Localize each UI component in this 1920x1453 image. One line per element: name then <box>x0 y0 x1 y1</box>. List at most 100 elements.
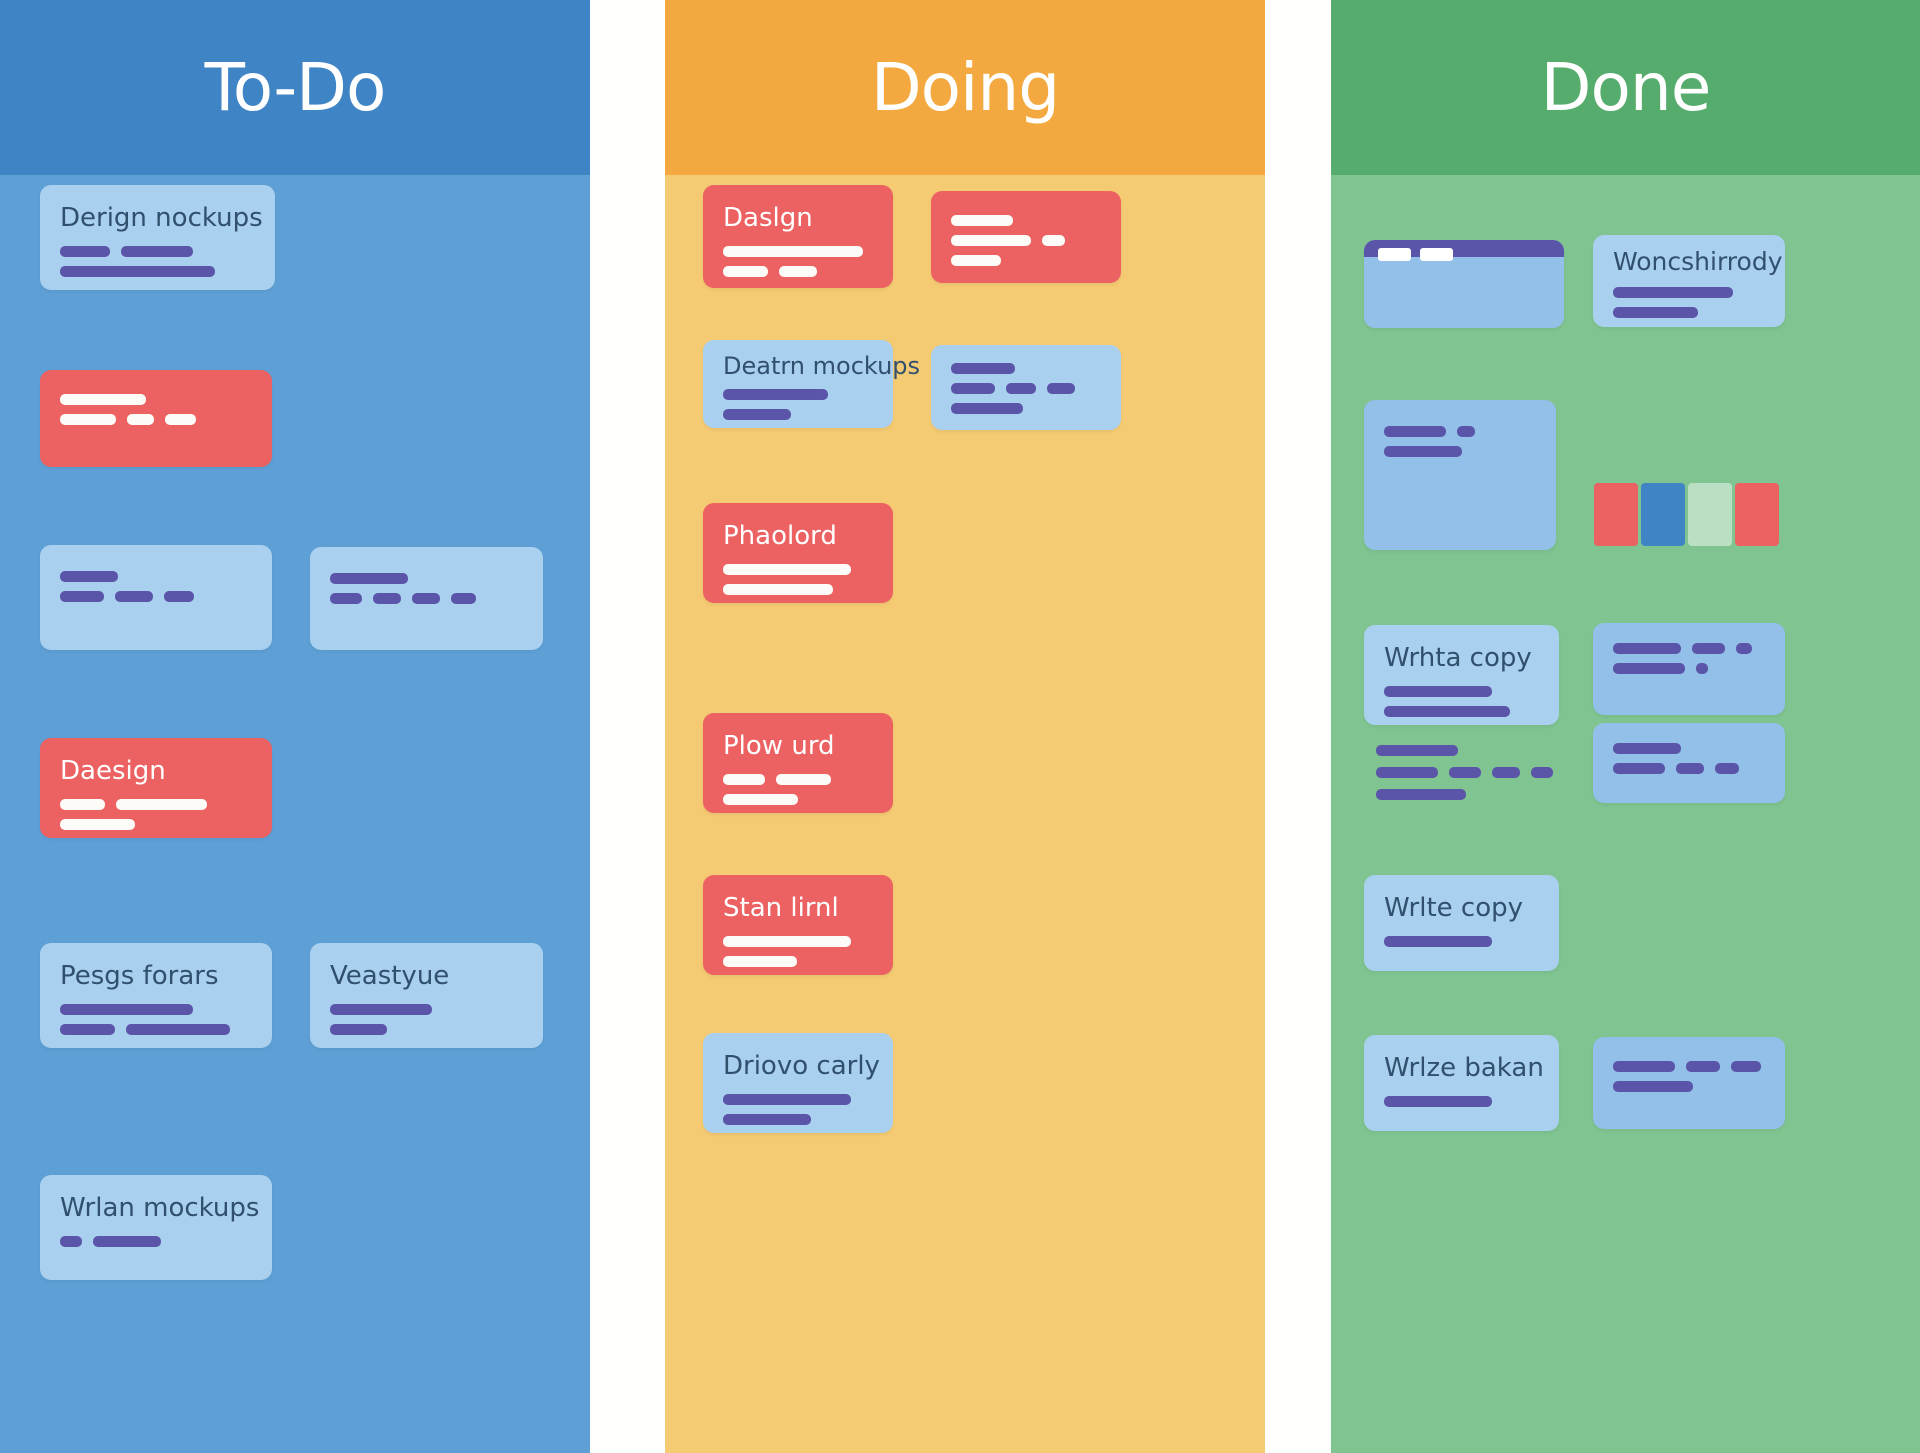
card-done-3[interactable] <box>1364 400 1556 550</box>
line-bar <box>1692 643 1725 654</box>
card-done-9[interactable] <box>1593 1037 1785 1129</box>
card-done-4[interactable]: Wrhta copy <box>1364 625 1559 725</box>
line-bar <box>1613 663 1685 674</box>
line-bar <box>951 363 1015 374</box>
column-body-done: Woncshirrody <box>1331 175 1920 1453</box>
line-bar <box>165 414 196 425</box>
line-bar <box>723 1114 811 1126</box>
card-title: Pesgs forars <box>60 961 219 991</box>
line-bar <box>951 235 1031 246</box>
color-chip[interactable] <box>1641 483 1685 546</box>
line-bar <box>60 1236 82 1248</box>
color-chip-strip[interactable] <box>1594 483 1779 546</box>
card-todo-4[interactable] <box>310 547 543 650</box>
line-bar <box>723 584 833 596</box>
card-todo-3[interactable] <box>40 545 272 650</box>
line-bar <box>60 1004 193 1016</box>
notch-marker <box>1378 248 1411 261</box>
card-lines <box>723 774 873 806</box>
line-bar <box>116 799 207 811</box>
card-doing-3[interactable]: Deatrn mockups <box>703 340 921 428</box>
column-title-done: Done <box>1540 48 1712 126</box>
line-bar <box>164 591 194 602</box>
card-header-strip <box>1364 240 1564 261</box>
card-doing-2[interactable] <box>931 191 1121 283</box>
card-doing-6[interactable]: Plow urd <box>703 713 893 813</box>
line-bar <box>1457 426 1475 437</box>
card-title: Wrlze bakan <box>1384 1053 1544 1083</box>
color-chip[interactable] <box>1688 483 1732 546</box>
column-header-doing: Doing <box>665 0 1265 175</box>
line-bar <box>1531 767 1553 778</box>
card-title: Wrlte copy <box>1384 893 1524 923</box>
loose-text-lines <box>1376 745 1553 800</box>
column-gap <box>590 0 665 1453</box>
line-bar <box>60 799 105 811</box>
card-done-8[interactable]: Wrlze bakan <box>1364 1035 1559 1131</box>
card-lines <box>723 246 873 278</box>
card-done-2[interactable]: Woncshirrody <box>1593 235 1785 327</box>
line-bar <box>951 403 1023 414</box>
line-bar <box>1384 446 1462 457</box>
card-todo-8[interactable]: Wrlan mockups <box>40 1175 272 1280</box>
card-lines <box>60 1004 252 1036</box>
line-bar <box>723 409 791 421</box>
line-bar <box>723 246 863 258</box>
line-bar <box>1613 1061 1675 1072</box>
card-todo-5[interactable]: Daesign <box>40 738 272 838</box>
card-lines <box>1384 1096 1539 1108</box>
card-done-6[interactable] <box>1593 723 1785 803</box>
card-title: Wrlan mockups <box>60 1193 260 1223</box>
card-doing-5[interactable]: Phaolord <box>703 503 893 603</box>
card-todo-7[interactable]: Veastyue <box>310 943 543 1048</box>
card-title: Deatrn mockups <box>723 352 921 380</box>
card-doing-8[interactable]: Driovo carly <box>703 1033 893 1133</box>
card-done-5[interactable] <box>1593 623 1785 715</box>
card-lines <box>60 571 252 602</box>
card-todo-1[interactable]: Derign nockups <box>40 185 275 290</box>
card-lines <box>723 389 873 421</box>
card-lines <box>723 1094 873 1126</box>
card-lines <box>723 936 873 968</box>
notch-marker <box>1420 248 1453 261</box>
card-title: Derign nockups <box>60 203 263 233</box>
line-bar <box>1384 1096 1492 1108</box>
column-title-doing: Doing <box>870 48 1060 126</box>
card-todo-2[interactable] <box>40 370 272 467</box>
card-done-7[interactable]: Wrlte copy <box>1364 875 1559 971</box>
line-bar <box>1613 763 1665 774</box>
line-bar <box>1613 287 1733 299</box>
line-bar <box>330 593 362 604</box>
card-lines <box>60 246 255 278</box>
line-bar <box>723 389 828 401</box>
card-doing-7[interactable]: Stan lirnl <box>703 875 893 975</box>
line-bar <box>60 591 104 602</box>
card-doing-4[interactable] <box>931 345 1121 430</box>
card-title: Driovo carly <box>723 1051 880 1081</box>
line-bar <box>951 383 995 394</box>
column-body-todo: Derign nockups <box>0 175 590 1453</box>
card-lines <box>951 363 1101 414</box>
card-done-1[interactable] <box>1364 240 1564 328</box>
card-lines <box>60 799 252 831</box>
line-bar <box>1376 767 1438 778</box>
color-chip[interactable] <box>1735 483 1779 546</box>
card-title: Stan lirnl <box>723 893 839 923</box>
color-chip[interactable] <box>1594 483 1638 546</box>
line-bar <box>723 774 765 786</box>
card-doing-1[interactable]: Daslgn <box>703 185 893 288</box>
card-todo-6[interactable]: Pesgs forars <box>40 943 272 1048</box>
line-bar <box>127 414 154 425</box>
line-bar <box>1696 663 1708 674</box>
line-bar <box>121 246 193 258</box>
line-bar <box>60 414 116 425</box>
line-bar <box>779 266 817 278</box>
column-done: Done Woncshirrody <box>1331 0 1920 1453</box>
line-bar <box>1613 307 1698 319</box>
card-title: Daesign <box>60 756 166 786</box>
card-lines <box>60 1236 252 1248</box>
line-bar <box>1731 1061 1761 1072</box>
line-bar <box>126 1024 230 1036</box>
card-lines <box>1613 287 1765 319</box>
line-bar <box>451 593 476 604</box>
